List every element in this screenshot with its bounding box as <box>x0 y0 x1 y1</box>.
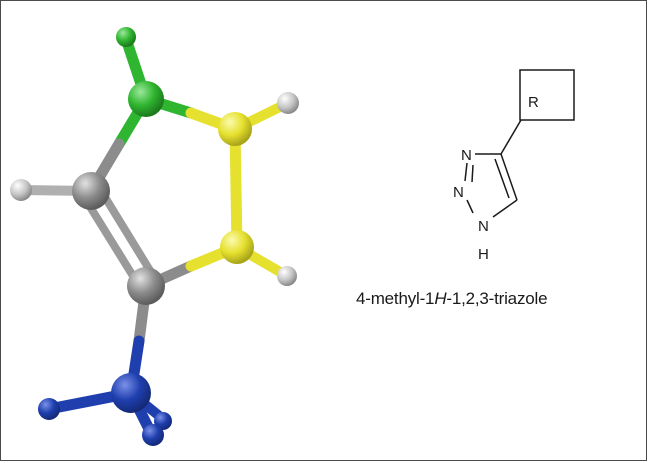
substituent-box <box>519 69 575 121</box>
atom-blue-left <box>38 398 60 420</box>
bond-grey-double-a <box>80 193 142 288</box>
atom-grey-left <box>72 172 110 210</box>
bond-n1-n2 <box>466 199 474 214</box>
bond-c4-r <box>500 119 522 155</box>
bond-c4-c5-double <box>494 158 510 199</box>
atom-n1-label: N <box>478 218 489 235</box>
ring-bonds <box>464 119 522 218</box>
substituent-label: R <box>528 94 539 111</box>
compound-name-italic: H <box>434 289 447 308</box>
bond-n2-n3 <box>464 162 468 182</box>
atom-grey-bottom <box>127 267 165 305</box>
compound-name: 4-methyl-1H-1,2,3-triazole <box>356 289 646 309</box>
atom-yellow-bottom <box>220 230 254 264</box>
atom-green-center <box>128 81 164 117</box>
atom-n3-label: N <box>461 147 472 164</box>
bond-grey-double-b <box>96 185 158 281</box>
bond-c4-c5 <box>500 153 518 201</box>
atom-n2-label: N <box>453 184 464 201</box>
atom-hydrogen-left <box>10 179 32 201</box>
atom-blue-center <box>111 373 151 413</box>
atom-h1-label: H <box>478 246 489 263</box>
ball-and-stick-model <box>10 27 299 446</box>
bond-c5-n1 <box>492 199 518 218</box>
atom-hydrogen-upper-right <box>277 92 299 114</box>
atom-hydrogen-lower-right <box>277 266 297 286</box>
compound-name-prefix: 4-methyl-1 <box>356 289 435 308</box>
bond-yellow-yellow <box>229 123 243 253</box>
atom-blue-bottom <box>142 424 164 446</box>
atoms <box>10 27 299 446</box>
compound-name-suffix: -1,2,3-triazole <box>446 289 548 308</box>
bond-n2-n3-double <box>471 164 474 183</box>
atom-green-top <box>116 27 136 47</box>
atom-yellow-top <box>218 112 252 146</box>
